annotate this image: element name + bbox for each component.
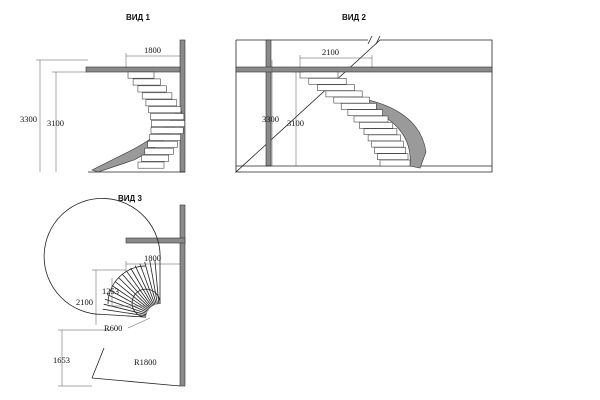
view-1-total-height-dim: 3300 bbox=[20, 114, 37, 124]
view-3-tread-line bbox=[134, 265, 155, 306]
view-3-tread-line bbox=[125, 270, 153, 307]
view-2-step bbox=[363, 128, 398, 135]
view-2-step bbox=[317, 84, 355, 91]
view-1-step bbox=[127, 71, 155, 79]
view-1: ВИД 1 1800 3300 3100 bbox=[20, 13, 186, 173]
view-2-stair-height-dim: 3100 bbox=[287, 118, 304, 128]
view-2-frame bbox=[234, 39, 493, 173]
view-3-inner-offset-dim: 1253 bbox=[102, 286, 119, 296]
view-1-step bbox=[150, 127, 184, 134]
view-3-tread-line bbox=[102, 314, 147, 318]
view-3-tread-line bbox=[149, 260, 158, 305]
view-3-tread-line bbox=[121, 273, 152, 308]
view-2-step bbox=[308, 78, 347, 85]
view-1-step bbox=[137, 161, 165, 169]
view-1-stair-height-dim: 3100 bbox=[47, 118, 64, 128]
view-2-wall bbox=[265, 39, 272, 167]
view-2-step bbox=[340, 103, 377, 110]
view-3-tread-line bbox=[102, 308, 147, 317]
view-3-tread-line bbox=[114, 281, 150, 310]
view-1-step bbox=[147, 140, 178, 148]
view-1-step bbox=[137, 85, 167, 93]
view-1-upper-slab bbox=[85, 66, 181, 73]
view-2-step bbox=[299, 71, 339, 79]
view-2-title: ВИД 2 bbox=[342, 13, 366, 22]
view-1-step bbox=[144, 147, 174, 155]
view-2-total-height-dim: 3300 bbox=[262, 114, 279, 124]
view-3-width-dim: 1800 bbox=[144, 253, 161, 263]
view-3-tread-line bbox=[109, 289, 148, 312]
view-3-tread-line bbox=[130, 267, 154, 307]
view-3-tread-line bbox=[144, 261, 157, 305]
view-3-lower-offset-dim: 1653 bbox=[53, 355, 70, 365]
view-1-step bbox=[132, 78, 161, 86]
view-2-step bbox=[374, 147, 406, 154]
view-3-outer-arc-upper bbox=[107, 265, 147, 305]
view-2-step bbox=[367, 134, 401, 142]
view-3-inner-radius-leader bbox=[127, 317, 151, 329]
view-2-step bbox=[347, 109, 383, 116]
view-1-step bbox=[141, 92, 173, 100]
view-2-step bbox=[377, 153, 409, 160]
view-3-depth-dim: 2100 bbox=[76, 297, 93, 307]
view-1-step bbox=[148, 106, 182, 114]
view-2-step bbox=[353, 115, 389, 123]
view-3-wall-top bbox=[125, 237, 186, 244]
view-1-step bbox=[150, 113, 185, 120]
view-2-steps bbox=[299, 71, 411, 167]
view-3-tread-line bbox=[139, 263, 156, 306]
view-2-step bbox=[359, 122, 394, 129]
view-3-outer-radius-dim: R1800 bbox=[134, 357, 157, 367]
view-1-width-dim: 1800 bbox=[144, 45, 161, 55]
view-2-step bbox=[325, 90, 363, 98]
view-3-title: ВИД 3 bbox=[118, 194, 142, 203]
view-2-upper-slab bbox=[235, 66, 493, 73]
view-3-tread-line bbox=[118, 277, 151, 309]
view-3-outer-arc bbox=[43, 198, 161, 315]
view-1-wall bbox=[179, 39, 186, 173]
view-3-tread-line bbox=[154, 260, 160, 305]
view-3-wall-right bbox=[179, 204, 186, 387]
view-2: ВИД 2 2100 3300 3100 bbox=[234, 13, 493, 173]
view-2-break-mark bbox=[367, 35, 381, 45]
view-2-step bbox=[333, 96, 370, 104]
view-3-landing-outline bbox=[91, 347, 181, 387]
view-1-step bbox=[149, 134, 181, 141]
view-1-steps bbox=[127, 71, 185, 169]
view-1-step bbox=[145, 99, 178, 107]
view-3-inner-radius-dim: R600 bbox=[104, 323, 122, 333]
view-2-width-dim: 2100 bbox=[322, 47, 339, 57]
view-1-step bbox=[141, 154, 169, 162]
view-1-title: ВИД 1 bbox=[126, 13, 150, 22]
view-1-step bbox=[151, 120, 185, 127]
view-2-step bbox=[379, 159, 411, 167]
view-3-tread-line bbox=[106, 294, 148, 313]
view-3: ВИД 3 1800 2100 1253 1653 R600 R1800 bbox=[43, 194, 186, 387]
view-2-step bbox=[371, 140, 404, 148]
